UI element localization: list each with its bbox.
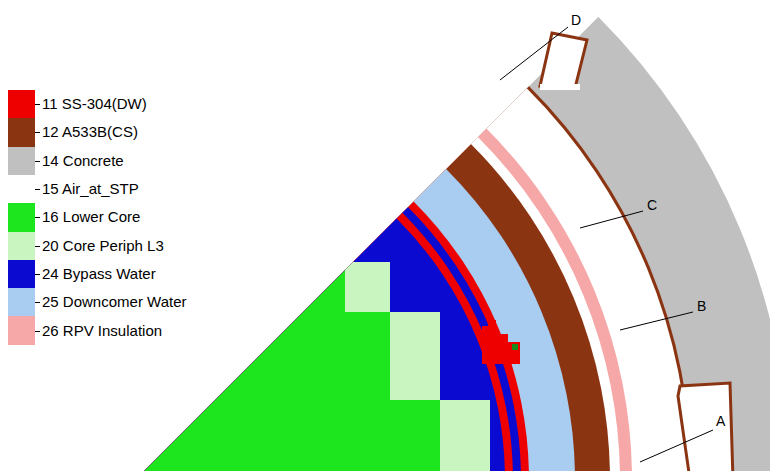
leader-line xyxy=(500,27,713,462)
legend-text: 12 A533B(CS) xyxy=(42,123,138,141)
legend-swatch xyxy=(8,147,35,176)
legend-swatch xyxy=(8,203,35,232)
legend-text: 26 RPV Insulation xyxy=(42,322,162,340)
legend-text: 16 Lower Core xyxy=(42,208,140,226)
legend-swatch xyxy=(8,175,35,204)
legend-tick xyxy=(35,246,40,247)
legend-text: 24 Bypass Water xyxy=(42,265,156,283)
legend-tick xyxy=(35,217,40,218)
cavity-notch xyxy=(678,383,733,471)
legend-tick xyxy=(35,274,40,275)
callout-letter: D xyxy=(571,11,581,29)
core-periphery-block xyxy=(440,400,490,471)
legend-swatch xyxy=(8,90,35,119)
legend-text: 14 Concrete xyxy=(42,152,124,170)
legend-text: 25 Downcomer Water xyxy=(42,293,187,311)
legend-text: 20 Core Periph L3 xyxy=(42,237,164,255)
legend-tick xyxy=(35,104,40,105)
legend-tick xyxy=(35,189,40,190)
callout-letter: B xyxy=(697,297,706,315)
legend-tick xyxy=(35,132,40,133)
cavity-notch xyxy=(540,33,587,88)
legend-tick xyxy=(35,331,40,332)
legend-swatch xyxy=(8,260,35,289)
legend-swatch xyxy=(8,118,35,147)
callout-letter: A xyxy=(716,412,725,430)
notch-mouth xyxy=(540,84,580,90)
shield-bracket xyxy=(482,320,520,364)
core-periphery-block xyxy=(390,312,440,400)
legend-swatch xyxy=(8,232,35,261)
core-periphery-block xyxy=(345,262,390,312)
legend-swatch xyxy=(8,288,35,317)
legend-text: 15 Air_at_STP xyxy=(42,180,139,198)
callout-letter: C xyxy=(647,196,657,214)
legend-tick xyxy=(35,161,40,162)
bracket-detail xyxy=(512,344,518,350)
legend-tick xyxy=(35,302,40,303)
legend-swatch xyxy=(8,316,35,345)
legend-text: 11 SS-304(DW) xyxy=(42,95,147,113)
